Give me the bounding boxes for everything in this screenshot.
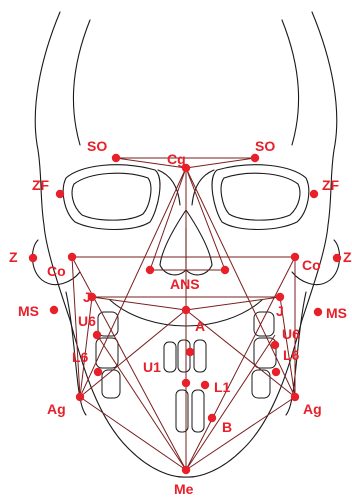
zf-left-label: ZF	[32, 177, 50, 193]
tooth	[192, 390, 204, 432]
u6-left-point	[93, 331, 101, 339]
l1-label: L1	[214, 379, 231, 395]
so-right-point	[251, 154, 259, 162]
cg-label: Cg	[167, 151, 186, 167]
ans-left-point	[146, 266, 154, 274]
me-label: Me	[174, 481, 194, 497]
l6-left-point	[94, 368, 102, 376]
u6-right-point	[271, 341, 279, 349]
so-cg-line	[186, 158, 255, 168]
ag-right-label: Ag	[303, 401, 322, 417]
tooth	[102, 370, 120, 398]
ag-left-label: Ag	[47, 401, 66, 417]
b-label: B	[222, 419, 232, 435]
tooth	[164, 342, 176, 372]
co-right-label: Co	[302, 257, 321, 273]
left-orbit-inner	[72, 173, 151, 220]
tooth	[178, 340, 190, 372]
a-point	[182, 306, 190, 314]
ms-right-point	[314, 308, 322, 316]
j-right-point	[276, 293, 284, 301]
u1-label: U1	[143, 359, 161, 375]
l6-right-point	[272, 368, 280, 376]
ag-right-point	[291, 393, 299, 401]
j-a-line	[186, 297, 280, 310]
zf-right-point	[310, 190, 318, 198]
zf-right-label: ZF	[322, 177, 340, 193]
tooth	[252, 370, 270, 398]
tooth	[96, 338, 118, 368]
co-left-point	[68, 253, 76, 261]
so-left-point	[112, 154, 120, 162]
co-right-point	[291, 253, 299, 261]
a-label: A	[195, 318, 205, 334]
zf-left-point	[56, 190, 64, 198]
so-right-label: SO	[255, 138, 275, 154]
u1-incisal-point	[182, 379, 190, 387]
so-left-label: SO	[87, 138, 107, 154]
u6-right-label: U6	[282, 326, 300, 342]
j-right-label: J	[276, 303, 284, 319]
tooth	[194, 340, 206, 372]
z-right-label: Z	[343, 249, 352, 265]
co-left-label: Co	[47, 263, 66, 279]
z-right-point	[333, 254, 341, 262]
u6-left-label: U6	[78, 313, 96, 329]
ans-right-point	[221, 266, 229, 274]
ms-left-point	[50, 306, 58, 314]
ms-right-label: MS	[326, 305, 347, 321]
b-point	[208, 414, 216, 422]
l1-point	[201, 381, 209, 389]
l6-left-label: L6	[72, 349, 89, 365]
j-left-label: J	[83, 289, 91, 305]
temporal-line	[282, 20, 299, 145]
l6-right-label: L6	[283, 347, 300, 363]
u1-point	[186, 348, 194, 356]
j-a-line	[92, 297, 186, 310]
ag-left-point	[76, 393, 84, 401]
z-left-label: Z	[9, 249, 18, 265]
me-point	[182, 466, 190, 474]
ag-me-line	[80, 397, 186, 470]
j-ag-line	[80, 297, 92, 397]
ms-left-label: MS	[18, 303, 39, 319]
ans-label: ANS	[170, 276, 200, 292]
temporal-line	[73, 20, 90, 145]
right-orbit-inner	[221, 173, 300, 220]
z-left-point	[29, 254, 37, 262]
